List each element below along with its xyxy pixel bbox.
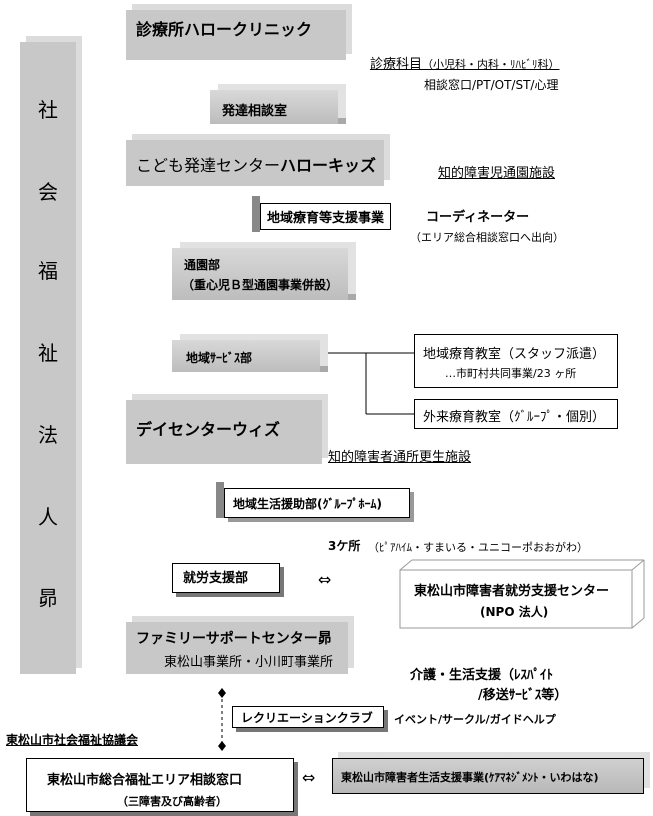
kids-title-bold: ハローキッズ (280, 156, 377, 175)
coordinator-label: コーディネーター (426, 210, 530, 225)
coordinator-note: （エリア総合相談窓口へ出向） (410, 231, 564, 244)
group-home-list: （ﾋﾟｱﾊｲﾑ・すまいる・ユニコーポおおがわ） (368, 541, 588, 554)
support-project-shadow (252, 196, 260, 232)
family-support-block: ファミリーサポートセンター昴 東松山事業所・小川町事業所 (126, 622, 348, 674)
org-char: 昴 (38, 586, 58, 610)
commute-dept-block: 通園部 （重心児Ｂ型通園事業併設） (172, 248, 348, 300)
org-char: 社 (38, 98, 58, 122)
local-service-label: 地域ｻｰﾋﾞｽ部 (186, 351, 253, 365)
recreation-club-box: レクリエーションクラブ (232, 706, 384, 728)
family-services-line2: /移送ｻｰﾋﾞｽ等） (478, 688, 568, 703)
wiz-title: デイセンターウィズ (136, 420, 281, 439)
org-char: 祉 (38, 341, 58, 365)
clinic-services: 相談窓口/PT/OT/ST/心理 (424, 78, 559, 92)
living-support-project-label: 東松山市障害者生活支援事業(ｹｱﾏﾈｼﾞﾒﾝﾄ・いわはな) (341, 771, 599, 784)
kids-facility-type: 知的障害児通園施設 (438, 166, 556, 181)
clinic-dept-detail: （小児科・内科・ﾘﾊﾋﾞﾘ科） (422, 58, 560, 71)
recreation-note: イベント/サークル/ガイドヘルプ (394, 713, 556, 726)
org-vertical-column: 社 会 福 祉 法 人 昴 (20, 42, 76, 674)
living-support-project-block: 東松山市障害者生活支援事業(ｹｱﾏﾈｼﾞﾒﾝﾄ・いわはな) (332, 758, 644, 794)
local-service-block: 地域ｻｰﾋﾞｽ部 (172, 340, 320, 372)
consult-window-title: 東松山市総合福祉エリア相談窓口 (47, 773, 243, 788)
employment-dept-box: 就労支援部 (172, 563, 280, 593)
clinic-dept: 診療科目（小児科・内科・ﾘﾊﾋﾞﾘ科） (370, 53, 560, 72)
kids-title-prefix: こども発達センター (136, 156, 281, 175)
council-label: 東松山市社会福祉協議会 (6, 733, 139, 747)
support-project-box: 地域療育等支援事業 (260, 203, 392, 230)
org-char: 法 (38, 423, 58, 447)
group-home-count: 3ケ所 (328, 539, 361, 553)
family-support-offices: 東松山事業所・小川町事業所 (164, 655, 334, 670)
dev-room-label: 発達相談室 (222, 104, 288, 119)
local-class-box: 地域療育教室（スタッフ派遣） …市町村共同事業/23 ヶ所 (414, 334, 618, 388)
living-support-box: 地域生活援助部(ｸﾞﾙｰﾌﾟﾎｰﾑ) (224, 488, 410, 518)
employment-center-note: (NPO 法人) (480, 605, 549, 619)
org-char: 人 (38, 505, 58, 529)
wiz-facility-type: 知的障害者通所更生施設 (328, 450, 472, 465)
family-services-line1: 介護・生活支援（ﾚｽﾊﾟｲﾄ (410, 668, 554, 683)
dev-room-block: 発達相談室 (210, 90, 338, 124)
commute-dept-label: 通園部 (184, 258, 221, 272)
commute-dept-note: （重心児Ｂ型通園事業併設） (182, 278, 339, 292)
employment-center-title: 東松山市障害者就労支援センター (414, 584, 610, 599)
employment-arrow: ⇔ (318, 570, 332, 589)
kids-block: こども発達センターハローキッズ (126, 140, 384, 186)
local-class-title: 地域療育教室（スタッフ派遣） (423, 347, 606, 362)
wiz-block: デイセンターウィズ (126, 400, 322, 464)
org-char: 会 (38, 180, 58, 204)
family-support-title: ファミリーサポートセンター昴 (136, 631, 332, 647)
org-char: 福 (38, 259, 58, 283)
consult-window-note: （三障害及び高齢者） (117, 795, 227, 808)
clinic-dept-label: 診療科目 (370, 57, 423, 72)
clinic-block: 診療所ハロークリニック (126, 10, 346, 60)
local-class-note: …市町村共同事業/23 ヶ所 (445, 367, 577, 380)
consult-arrow: ⇔ (302, 768, 316, 787)
kids-title: こども発達センターハローキッズ (136, 152, 376, 176)
outpatient-class-title: 外来療育教室（ｸﾞﾙｰﾌﾟ・個別） (423, 410, 606, 425)
consult-window-box: 東松山市総合福祉エリア相談窓口 （三障害及び高齢者） (26, 758, 294, 812)
outpatient-class-box: 外来療育教室（ｸﾞﾙｰﾌﾟ・個別） (414, 399, 618, 429)
living-shadow (216, 482, 224, 518)
clinic-title: 診療所ハロークリニック (136, 20, 313, 39)
